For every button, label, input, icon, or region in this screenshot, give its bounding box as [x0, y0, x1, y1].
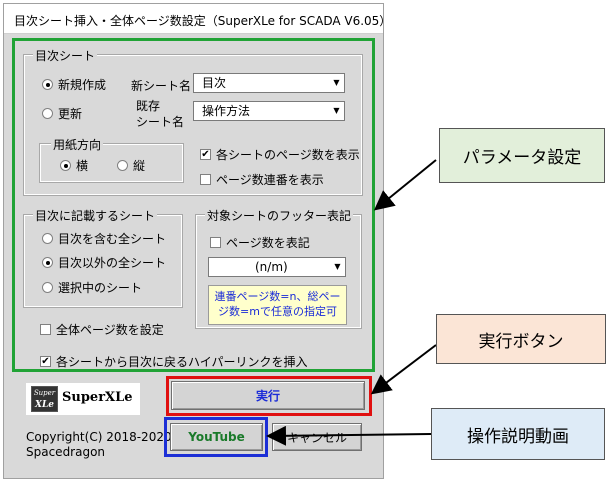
orientation-group — [39, 143, 184, 183]
radio-dot — [42, 257, 53, 268]
show-pages-checkbox[interactable]: ページ数を表記 — [210, 234, 310, 251]
checkbox-box — [210, 237, 221, 248]
checkmark-icon: ✔ — [40, 356, 51, 367]
existing-sheet-value: 操作方法 — [202, 104, 251, 118]
radio-dot — [42, 233, 53, 244]
youtube-button[interactable]: YouTube — [170, 423, 263, 451]
parameters-highlight — [12, 38, 375, 372]
callout-parameters: パラメータ設定 — [439, 128, 605, 183]
arrow-to-run-button — [370, 344, 437, 395]
toc-sheet-group — [23, 54, 363, 196]
insert-hyperlink-checkbox[interactable]: ✔ 各シートから目次に戻るハイパーリンクを挿入 — [40, 355, 308, 369]
checkmark-icon: ✔ — [200, 149, 211, 160]
new-sheet-label: 新シート名 — [131, 79, 192, 93]
copyright-line-2: Spacedragon — [26, 445, 106, 459]
new-sheet-name-select[interactable]: 目次 ▼ — [193, 73, 345, 93]
run-button-highlight — [166, 376, 372, 416]
radio-dot — [42, 79, 53, 90]
chevron-down-icon[interactable]: ▼ — [328, 74, 344, 92]
callout-run-button: 実行ボタン — [436, 314, 606, 364]
set-total-pages-checkbox[interactable]: 全体ページ数を設定 — [40, 321, 164, 338]
footer-format-note: 連番ページ数=n、総ページ数=mで任意の指定可 — [208, 285, 347, 325]
arrow-to-parameters — [373, 159, 437, 211]
superxle-badge: Super XLe — [31, 386, 58, 412]
radio-landscape[interactable]: 横 — [60, 157, 88, 174]
radio-dot — [42, 282, 53, 293]
radio-all-except-toc[interactable]: 目次以外の全シート — [42, 254, 166, 271]
footer-format-value: (n/m) — [255, 260, 288, 274]
chevron-down-icon[interactable]: ▼ — [328, 102, 344, 120]
radio-all-including-toc[interactable]: 目次を含む全シート — [42, 230, 166, 247]
checkbox-box — [200, 174, 211, 185]
radio-update[interactable]: 更新 — [42, 105, 82, 122]
radio-dot — [117, 160, 128, 171]
radio-dot — [42, 108, 53, 119]
orientation-legend: 用紙方向 — [51, 136, 104, 153]
callout-video: 操作説明動画 — [431, 408, 605, 460]
radio-new-create[interactable]: 新規作成 — [42, 76, 106, 93]
radio-dot — [60, 160, 71, 171]
window-title: 目次シート挿入・全体ページ数設定（SuperXLe for SCADA V6.0… — [14, 14, 392, 28]
run-button[interactable]: 実行 — [171, 381, 365, 410]
existing-sheet-label-2: シート名 — [136, 115, 185, 129]
toc-sheet-legend: 目次シート — [33, 47, 98, 64]
arrow-to-youtube-button — [266, 425, 432, 446]
footer-notation-legend: 対象シートのフッター表記 — [205, 207, 354, 224]
sheets-to-list-legend: 目次に記載するシート — [33, 207, 158, 224]
show-serial-checkbox[interactable]: ページ数連番を表示 — [200, 171, 324, 188]
copyright-line-1: Copyright(C) 2018-2020 — [26, 430, 172, 444]
radio-portrait[interactable]: 縦 — [117, 157, 145, 174]
checkbox-box — [40, 324, 51, 335]
superxle-logo: Super XLe SuperXLe — [26, 383, 140, 415]
cancel-button[interactable]: キャンセル — [272, 423, 362, 451]
show-page-count-checkbox[interactable]: ✔ 各シートのページ数を表示 — [200, 148, 360, 162]
title-bar: 目次シート挿入・全体ページ数設定（SuperXLe for SCADA V6.0… — [4, 4, 391, 34]
radio-selected-sheets[interactable]: 選択中のシート — [42, 279, 142, 296]
existing-sheet-select[interactable]: 操作方法 ▼ — [193, 101, 345, 121]
new-sheet-name-value: 目次 — [202, 76, 227, 90]
footer-format-select[interactable]: (n/m) ▼ — [208, 257, 346, 277]
superxle-logo-text: SuperXLe — [62, 390, 133, 405]
existing-sheet-label-1: 既存 — [136, 99, 161, 113]
chevron-down-icon[interactable]: ▼ — [329, 258, 345, 276]
